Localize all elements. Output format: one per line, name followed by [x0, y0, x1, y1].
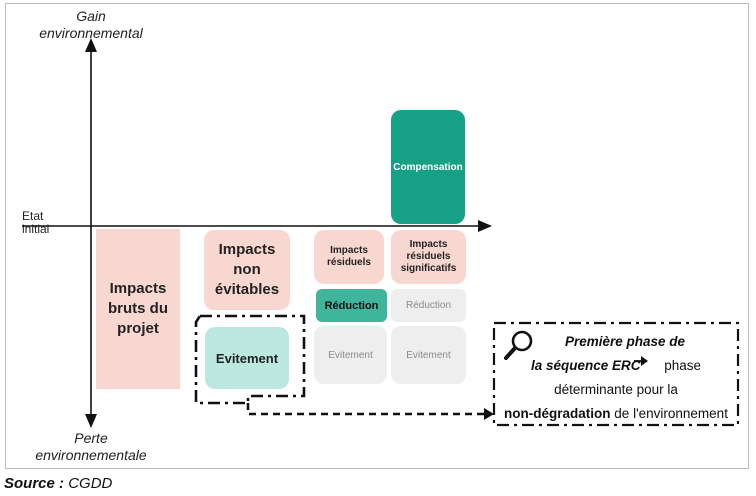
origin-label: Etat initial — [22, 209, 50, 236]
evitement-main-box: Evitement — [205, 327, 289, 389]
reduction-main-box: Réduction — [316, 289, 387, 322]
evitement-col3-box: Evitement — [391, 326, 466, 384]
impacts-residuels-box: Impacts résiduels — [314, 230, 384, 284]
impacts-residuels-significatifs-box: Impacts résiduels significatifs — [391, 230, 466, 284]
impacts-bruts-box: Impacts bruts du projet — [96, 229, 180, 389]
note-line-4-rest: de l'environnement — [614, 406, 728, 421]
note-connector — [246, 403, 488, 416]
note-line-2: la séquence ERC phase — [494, 354, 738, 378]
impacts-non-evitables-label: Impacts non évitables — [214, 241, 280, 298]
source-line: Source : CGDD — [4, 475, 112, 492]
impacts-non-evitables-box: Impacts non évitables — [204, 230, 290, 310]
vertical-axis-arrow-up — [85, 38, 97, 52]
note-line-1: Première phase de — [564, 334, 686, 349]
diagram-frame — [5, 3, 749, 469]
source-label: Source : — [4, 475, 65, 492]
source-value: CGDD — [68, 475, 113, 492]
note-text: Première phase de la séquence ERC phase … — [494, 330, 738, 426]
magnifier-icon — [504, 330, 533, 360]
note-line-4: non-dégradation de l'environnement — [494, 402, 738, 426]
note-connector-arrow — [484, 408, 494, 420]
evitement-col2-label: Evitement — [328, 349, 373, 361]
axis-top-label: Gain environnemental — [39, 8, 143, 41]
evitement-highlight-outline — [194, 314, 306, 405]
impacts-residuels-significatifs-label: Impacts résiduels significatifs — [400, 239, 457, 274]
axis-bottom-label: Perte environnementale — [35, 430, 147, 463]
note-line-2-rest: phase — [664, 358, 702, 373]
arrow-right-icon — [634, 356, 648, 366]
note-box-border — [492, 321, 740, 427]
compensation-box: Compensation — [391, 110, 465, 224]
note-line-2-bold: la séquence ERC — [530, 358, 641, 373]
reduction-col3-box: Réduction — [391, 289, 466, 322]
reduction-col3-label: Réduction — [405, 300, 452, 311]
evitement-main-label: Evitement — [215, 350, 279, 366]
vertical-axis-arrow-down — [85, 414, 97, 428]
horizontal-axis-arrow — [478, 220, 492, 232]
note-line-4-bold: non-dégradation — [504, 406, 611, 421]
reduction-main-label: Réduction — [324, 299, 379, 312]
impacts-residuels-label: Impacts résiduels — [327, 245, 371, 268]
compensation-label: Compensation — [393, 161, 463, 173]
note-line-3: déterminante pour la — [554, 382, 678, 397]
evitement-col3-label: Evitement — [406, 349, 451, 361]
evitement-col2-box: Evitement — [314, 326, 387, 384]
impacts-bruts-label: Impacts bruts du projet — [108, 280, 168, 337]
